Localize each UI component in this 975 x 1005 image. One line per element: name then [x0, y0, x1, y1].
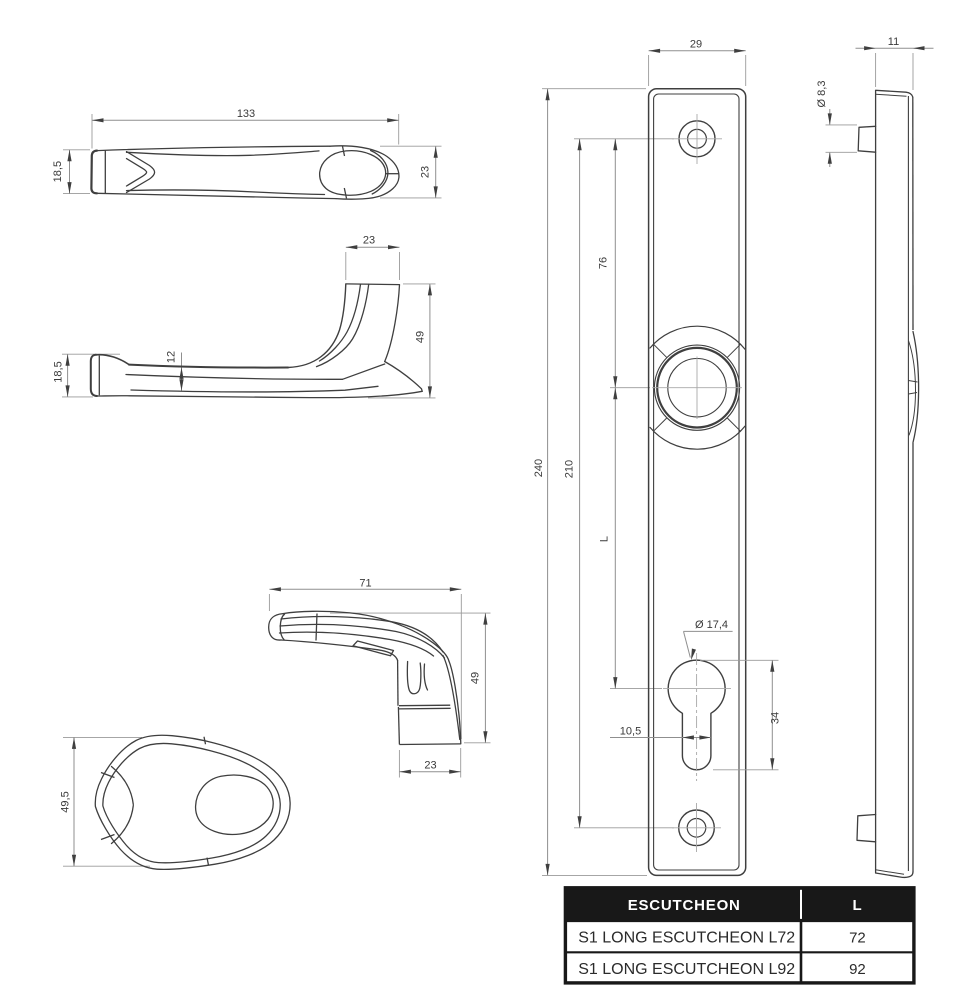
svg-text:11: 11	[888, 36, 899, 48]
svg-text:18,5: 18,5	[53, 361, 65, 382]
svg-text:23: 23	[420, 166, 432, 178]
svg-text:ESCUTCHEON: ESCUTCHEON	[628, 897, 741, 914]
svg-text:S1 LONG ESCUTCHEON L92: S1 LONG ESCUTCHEON L92	[578, 961, 795, 978]
svg-text:S1 LONG ESCUTCHEON L72: S1 LONG ESCUTCHEON L72	[578, 930, 795, 947]
svg-text:23: 23	[424, 760, 436, 772]
svg-text:72: 72	[849, 930, 866, 947]
svg-text:240: 240	[533, 459, 545, 477]
svg-text:49: 49	[415, 331, 427, 343]
svg-text:76: 76	[598, 257, 610, 269]
svg-text:10,5: 10,5	[620, 726, 641, 738]
svg-text:49,5: 49,5	[60, 791, 72, 812]
svg-text:210: 210	[564, 460, 576, 478]
svg-text:Ø 17,4: Ø 17,4	[695, 619, 728, 631]
svg-text:23: 23	[363, 235, 375, 247]
svg-text:34: 34	[770, 712, 782, 724]
svg-text:L: L	[852, 897, 862, 914]
svg-text:Ø 8,3: Ø 8,3	[816, 81, 828, 108]
svg-text:12: 12	[166, 351, 178, 363]
svg-text:49: 49	[470, 672, 482, 684]
svg-text:133: 133	[237, 108, 255, 120]
svg-text:71: 71	[359, 577, 371, 589]
svg-text:L: L	[599, 536, 611, 542]
svg-text:18,5: 18,5	[52, 161, 64, 182]
svg-text:29: 29	[690, 38, 702, 50]
svg-text:92: 92	[849, 961, 866, 978]
